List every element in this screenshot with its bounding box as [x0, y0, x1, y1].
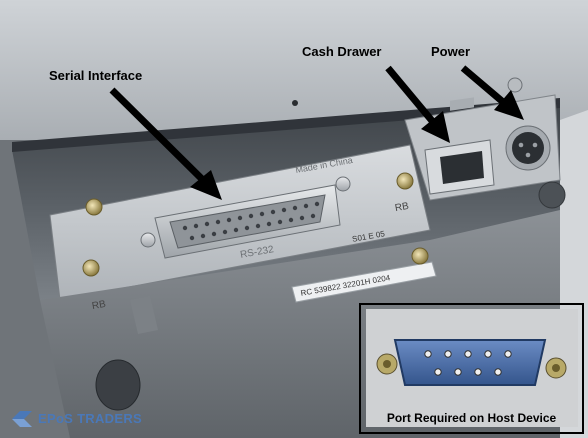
cash-drawer-label: Cash Drawer — [302, 44, 382, 59]
power-din-port — [505, 125, 551, 171]
cash-drawer-rj-port — [424, 97, 495, 195]
screw-icon — [396, 172, 414, 190]
foot-icon — [95, 359, 141, 411]
serial-interface-label: Serial Interface — [49, 68, 143, 83]
cash-drawer-arrow — [385, 65, 450, 143]
power-arrow — [460, 65, 524, 120]
power-label: Power — [431, 44, 471, 59]
housing-left-wall — [0, 140, 70, 438]
foot-icon — [538, 181, 566, 209]
host-port-inset: Port Required on Host Device — [359, 303, 584, 434]
screw-icon — [411, 247, 429, 265]
serial-arrow — [109, 87, 222, 200]
epos-traders-logo: EPoS TRADERS — [10, 409, 150, 431]
logo-icon — [12, 411, 32, 427]
inset-db9-photo — [366, 309, 578, 427]
screw-icon — [85, 198, 103, 216]
host-port-caption: Port Required on Host Device — [386, 411, 557, 425]
screw-icon — [82, 259, 100, 277]
serial-db25-connector — [140, 176, 351, 259]
mount-hole — [292, 100, 298, 106]
screw-icon — [507, 77, 523, 93]
logo-text: EPoS TRADERS — [38, 411, 143, 426]
hinge-tab — [130, 296, 158, 334]
serial-sticker — [291, 261, 437, 303]
